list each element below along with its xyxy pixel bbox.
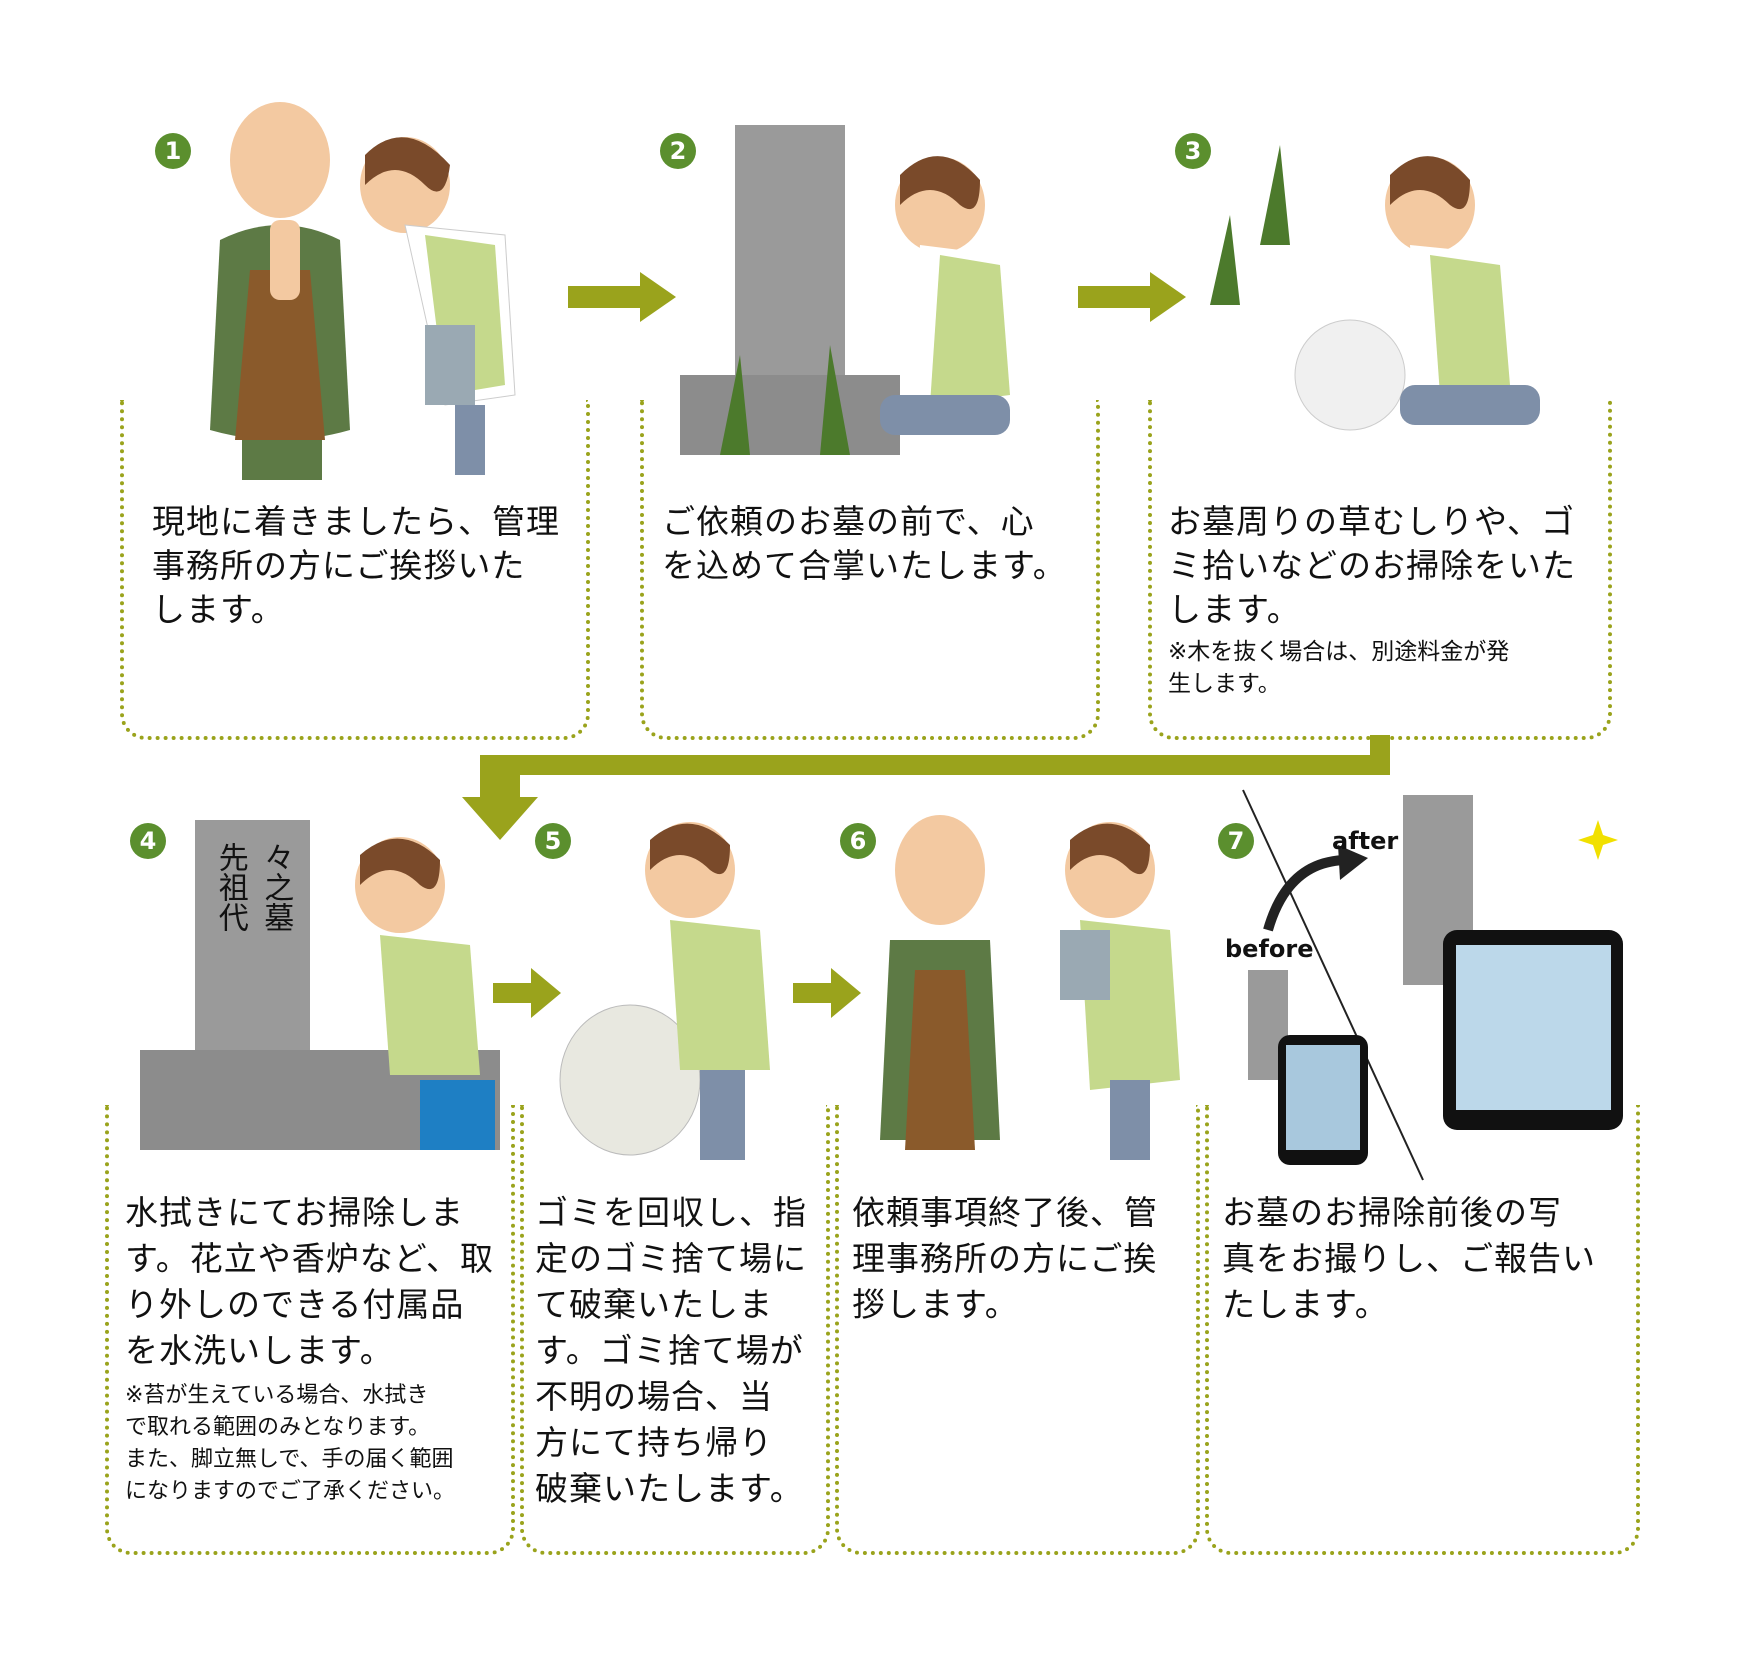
step-5-line: ゴミを回収し、指	[535, 1193, 807, 1232]
step-1-line: 現地に着きましたら、管理	[152, 502, 560, 541]
step-5-line: 方にて持ち帰り	[535, 1423, 773, 1462]
step-5-line: す。ゴミ捨て場が	[535, 1331, 804, 1370]
step-4-note-line: で取れる範囲のみとなります。	[125, 1415, 431, 1440]
after-label: after	[1332, 827, 1399, 855]
step-3-number-badge: 3	[1175, 133, 1211, 169]
step-7-text: お墓のお掃除前後の写 真をお撮りし、ご報告い たします。	[1222, 1190, 1596, 1328]
staff-bowing-illustration	[360, 137, 516, 475]
step-4-text: 水拭きにてお掃除しま す。花立や香炉など、取 り外しのできる付属品 を水洗いしま…	[125, 1190, 494, 1374]
staff-wiping-illustration	[355, 837, 480, 1075]
step-4-line: を水洗いします。	[125, 1331, 394, 1370]
step-4-line: 水拭きにてお掃除しま	[125, 1193, 465, 1232]
step-5-line: て破棄いたしま	[535, 1285, 773, 1324]
step-7-line: 真をお撮りし、ご報告い	[1222, 1239, 1596, 1278]
step-4-note-line: ※苔が生えている場合、水拭き	[125, 1383, 429, 1408]
step-1-line: します。	[152, 590, 285, 629]
tombstone-inscription: 先祖代 々之墓	[195, 820, 310, 1060]
step-6-box	[835, 1105, 1200, 1555]
arrow-right-icon	[493, 968, 561, 1018]
step-4-note-line: また、脚立無しで、手の届く範囲	[125, 1447, 454, 1472]
arrow-right-icon	[1078, 272, 1186, 322]
step-7-line: たします。	[1222, 1285, 1389, 1324]
step-5-text: ゴミを回収し、指 定のゴミ捨て場に て破棄いたしま す。ゴミ捨て場が 不明の場合…	[535, 1190, 807, 1512]
step-6-text: 依頼事項終了後、管 理事務所の方にご挨 拶します。	[852, 1190, 1158, 1328]
step-7-box	[1205, 1105, 1640, 1555]
tombstone-inscription-line: 々之墓	[258, 842, 294, 932]
arrow-bend-down-icon	[462, 735, 1390, 840]
step-5-box	[520, 1105, 830, 1555]
step-4-line: り外しのできる付属品	[125, 1285, 465, 1324]
arrow-right-icon	[793, 968, 861, 1018]
monk-greeting-illustration	[210, 102, 350, 480]
step-5-line: 不明の場合、当	[535, 1377, 773, 1416]
tombstone-inscription-line: 先祖代	[212, 842, 248, 932]
report-to-monk-illustration	[880, 815, 1180, 1160]
tombstone-praying-illustration	[680, 125, 1020, 455]
step-4-number-badge: 4	[130, 823, 166, 859]
step-3-line: ミ拾いなどのお掃除をいた	[1168, 546, 1576, 585]
step-1-number-badge: 1	[155, 133, 191, 169]
step-7-number-badge: 7	[1218, 823, 1254, 859]
step-4-box	[105, 1105, 515, 1555]
before-label: before	[1225, 935, 1314, 963]
step-2-text: ご依頼のお墓の前で、心 を込めて合掌いたします。	[662, 500, 1067, 588]
step-7-line: お墓のお掃除前後の写	[1222, 1193, 1562, 1232]
step-6-line: 理事務所の方にご挨	[852, 1239, 1158, 1278]
trash-collecting-illustration	[559, 822, 770, 1160]
step-4-note-line: になりますのでご了承ください。	[125, 1479, 456, 1504]
step-2-line: ご依頼のお墓の前で、心	[662, 502, 1035, 541]
step-3-text: お墓周りの草むしりや、ゴ ミ拾いなどのお掃除をいた します。	[1168, 500, 1576, 632]
step-5-line: 定のゴミ捨て場に	[535, 1239, 807, 1278]
step-6-line: 拶します。	[852, 1285, 1019, 1324]
step-1-text: 現地に着きましたら、管理 事務所の方にご挨拶いた します。	[152, 500, 560, 632]
step-2-box	[640, 400, 1100, 740]
step-2-line: を込めて合掌いたします。	[662, 546, 1067, 585]
step-3-line: お墓周りの草むしりや、ゴ	[1168, 502, 1576, 541]
step-1-box	[120, 400, 590, 740]
step-1-line: 事務所の方にご挨拶いた	[152, 546, 526, 585]
step-3-line: します。	[1168, 590, 1301, 629]
step-5-number-badge: 5	[535, 823, 571, 859]
step-4-line: す。花立や香炉など、取	[125, 1239, 495, 1278]
step-3-note-line: 生します。	[1168, 671, 1281, 697]
weeding-illustration	[1210, 145, 1540, 431]
step-3-note-line: ※木を抜く場合は、別途料金が発	[1168, 639, 1510, 665]
step-6-line: 依頼事項終了後、管	[852, 1193, 1158, 1232]
arrow-right-icon	[568, 272, 676, 322]
step-3-note: ※木を抜く場合は、別途料金が発 生します。	[1168, 636, 1509, 700]
step-6-number-badge: 6	[840, 823, 876, 859]
step-5-line: 破棄いたします。	[535, 1469, 804, 1508]
step-4-note: ※苔が生えている場合、水拭き で取れる範囲のみとなります。 また、脚立無しで、手…	[125, 1380, 455, 1508]
step-2-number-badge: 2	[660, 133, 696, 169]
before-after-photo-illustration	[1242, 789, 1623, 1181]
